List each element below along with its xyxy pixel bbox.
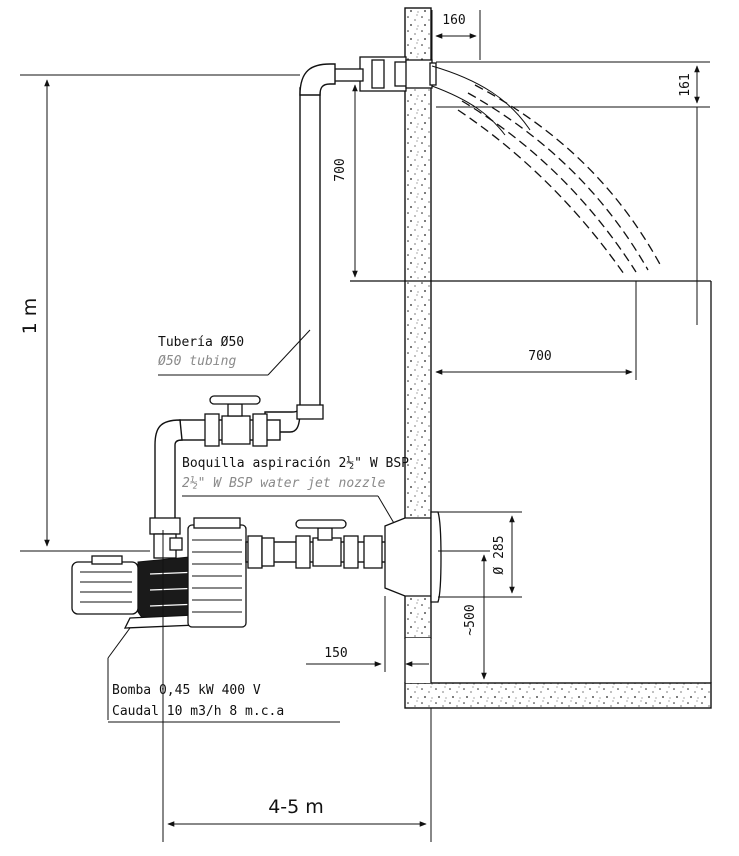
dimension-700-vertical: 700 — [333, 84, 358, 278]
dimension-160-label: 160 — [442, 13, 465, 28]
dimension-700-vertical-label: 700 — [333, 158, 348, 181]
dimension-160: 160 — [431, 10, 481, 60]
upper-valve-handle — [209, 395, 261, 405]
nozzle-label-es: Boquilla aspiración 2½" W BSP — [182, 456, 409, 471]
dimension-150-label: 150 — [324, 646, 347, 661]
lower-valve-handle — [295, 519, 347, 529]
pipe-label: Tubería Ø50 Ø50 tubing — [158, 329, 311, 376]
pool-floor — [404, 682, 712, 709]
nozzle-label-en: 2½" W BSP water jet nozzle — [182, 476, 386, 491]
dimension-150: 150 — [306, 596, 429, 672]
lower-valve-assembly — [245, 519, 392, 569]
dimension-161: 161 — [436, 61, 710, 325]
pump-label-line2: Caudal 10 m3/h 8 m.c.a — [112, 704, 284, 719]
jet-nozzle — [384, 511, 442, 603]
pump-label: Bomba 0,45 kW 400 V Caudal 10 m3/h 8 m.c… — [107, 627, 340, 723]
dimension-700-horizontal-label: 700 — [528, 349, 551, 364]
pipe-vertical — [264, 63, 336, 433]
pool-structure — [350, 7, 712, 709]
dimension-161-label: 161 — [678, 73, 693, 96]
dimension-285-label: Ø 285 — [492, 535, 507, 574]
water-jet — [431, 65, 663, 275]
dimension-700-horizontal: 700 — [435, 281, 637, 380]
dimension-500-label: ~500 — [463, 604, 478, 635]
nozzle-label: Boquilla aspiración 2½" W BSP 2½" W BSP … — [182, 456, 409, 531]
top-fitting — [332, 56, 437, 92]
dimension-distance: 4-5 m — [162, 530, 432, 842]
pump — [71, 517, 247, 629]
pump-label-line1: Bomba 0,45 kW 400 V — [112, 683, 261, 698]
pipe-label-en: Ø50 tubing — [158, 354, 236, 369]
dimension-500: ~500 — [438, 550, 490, 680]
upper-valve-assembly — [154, 395, 281, 521]
dimension-1m-label: 1 m — [19, 298, 41, 335]
pipe-label-es: Tubería Ø50 — [158, 335, 244, 350]
dimension-distance-label: 4-5 m — [268, 796, 324, 818]
dimension-1m: 1 m — [19, 74, 300, 552]
dimension-285: Ø 285 — [438, 511, 522, 598]
